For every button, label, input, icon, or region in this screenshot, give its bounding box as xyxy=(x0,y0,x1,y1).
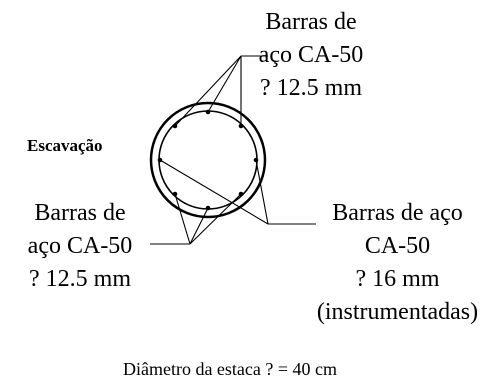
label-line: ? 12.5 mm xyxy=(260,75,362,101)
label-line: Barras de xyxy=(34,200,126,226)
label-bottom-right: Barras de aço CA-50 ? 16 mm (instrumenta… xyxy=(305,197,490,329)
caption-pile-diameter: Diâmetro da estaca ? = 40 cm xyxy=(122,359,338,379)
label-line: ? 16 mm xyxy=(355,266,440,292)
label-line: CA-50 xyxy=(364,233,431,259)
label-line: aço CA-50 xyxy=(258,42,364,68)
rebar-bar xyxy=(253,157,259,163)
label-top-right: Barras de aço CA-50 ? 12.5 mm xyxy=(236,6,386,105)
label-excavation: Escavação xyxy=(27,136,103,155)
leader-lines-top xyxy=(174,55,268,127)
label-line: ? 12.5 mm xyxy=(29,266,131,292)
pile-outer-circle xyxy=(149,101,267,219)
label-left: Barras de aço CA-50 ? 12.5 mm xyxy=(0,197,160,296)
leader-lines-left xyxy=(150,193,242,245)
label-line: (instrumentadas) xyxy=(316,299,479,325)
label-line: aço CA-50 xyxy=(27,233,133,259)
leader-lines-right xyxy=(159,159,316,225)
label-line: Barras de xyxy=(265,9,357,35)
label-line: Barras de aço xyxy=(332,200,463,226)
